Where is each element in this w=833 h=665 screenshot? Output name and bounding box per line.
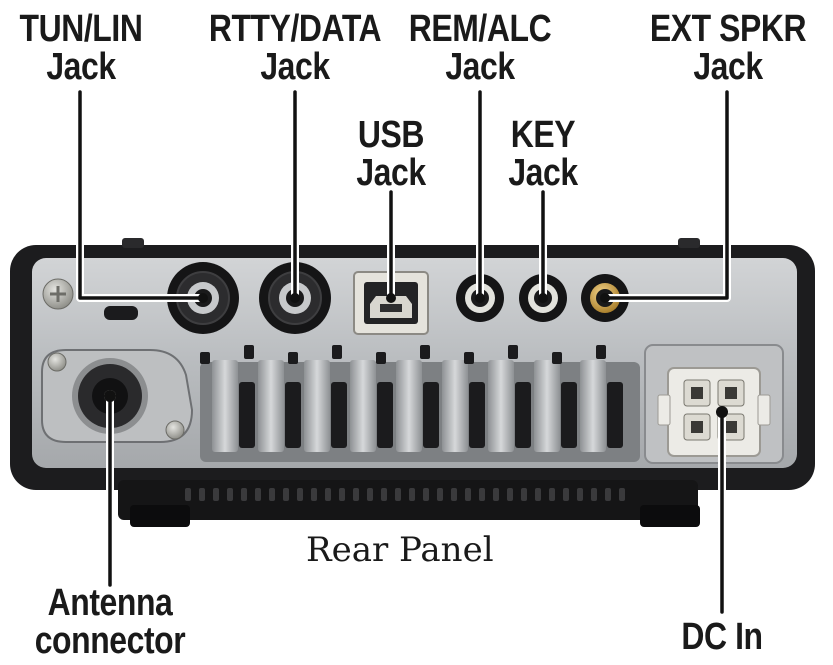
callout-dots <box>104 293 728 418</box>
label-key-line1: KEY <box>510 114 576 156</box>
ground-screw <box>42 278 138 320</box>
label-usb-line2: Jack <box>356 152 426 194</box>
label-key: KEY Jack <box>493 116 594 192</box>
label-rtty-data-line1: RTTY/DATA <box>208 8 382 50</box>
label-key-line2: Jack <box>508 152 578 194</box>
label-rtty-data-line2: Jack <box>260 46 330 88</box>
antenna-connector <box>41 349 194 443</box>
label-usb: USB Jack <box>341 116 442 192</box>
label-usb-line1: USB <box>357 114 425 156</box>
label-tun-lin-line2: Jack <box>46 46 116 88</box>
label-antenna-line1: Antenna <box>47 582 173 624</box>
label-tun-lin-line1: TUN/LIN <box>19 8 143 50</box>
label-antenna-line2: connector <box>34 620 186 662</box>
label-tun-lin: TUN/LIN Jack <box>13 10 149 86</box>
dc-in-connector <box>644 344 784 464</box>
label-dc-in: DC In <box>663 618 781 656</box>
label-ext-spkr-line1: EXT SPKR <box>649 8 807 50</box>
callout-lines <box>76 88 731 616</box>
label-rem-alc-line2: Jack <box>445 46 515 88</box>
label-ext-spkr-line2: Jack <box>693 46 763 88</box>
label-ext-spkr: EXT SPKR Jack <box>644 10 812 86</box>
label-dc-in-line1: DC In <box>681 616 763 658</box>
heatsink <box>200 345 640 462</box>
label-rtty-data: RTTY/DATA Jack <box>207 10 383 86</box>
caption-rear-panel: Rear Panel <box>306 530 494 570</box>
label-rem-alc: REM/ALC Jack <box>406 10 554 86</box>
label-antenna: Antenna connector <box>26 584 194 660</box>
label-rem-alc-line1: REM/ALC <box>408 8 552 50</box>
